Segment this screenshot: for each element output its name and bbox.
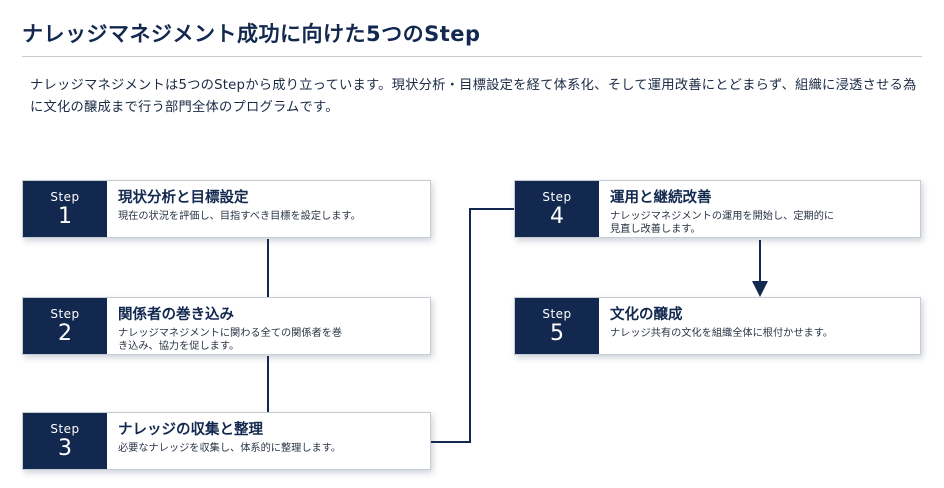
- step-number: 2: [58, 321, 72, 346]
- connector-step3-step4: [431, 208, 514, 443]
- step-number: 4: [550, 204, 564, 229]
- step-badge-5: Step 5: [515, 298, 599, 354]
- step-description: 必要なナレッジを収集し、体系的に整理します。: [118, 443, 342, 454]
- step-number: 3: [58, 436, 72, 461]
- step-word: Step: [50, 190, 80, 204]
- title-divider: [22, 56, 922, 57]
- step-number: 1: [58, 204, 72, 229]
- step-number: 5: [550, 321, 564, 346]
- step-badge-3: Step 3: [23, 413, 107, 469]
- step-word: Step: [542, 307, 572, 321]
- step-badge-1: Step 1: [23, 181, 107, 237]
- page-title: ナレッジマネジメント成功に向けた5つのStep: [22, 22, 481, 46]
- step-title: ナレッジの収集と整理: [118, 422, 263, 438]
- intro-paragraph: ナレッジマネジメントは5つのStepから成り立っています。現状分析・目標設定を経…: [30, 78, 917, 115]
- step-word: Step: [542, 190, 572, 204]
- step-badge-4: Step 4: [515, 181, 599, 237]
- step-card-5: Step 5 文化の醸成 ナレッジ共有の文化を組織全体に根付かせます。: [514, 297, 921, 355]
- step-card-3: Step 3 ナレッジの収集と整理 必要なナレッジを収集し、体系的に整理します。: [22, 412, 431, 470]
- step-card-4: Step 4 運用と継続改善 ナレッジマネジメントの運用を開始し、定期的に見直し…: [514, 180, 921, 238]
- step-word: Step: [50, 307, 80, 321]
- step-title: 関係者の巻き込み: [118, 307, 234, 323]
- step-title: 文化の醸成: [610, 307, 683, 323]
- step-word: Step: [50, 422, 80, 436]
- step-description: ナレッジ共有の文化を組織全体に根付かせます。: [610, 328, 834, 339]
- step-badge-2: Step 2: [23, 298, 107, 354]
- step-title: 運用と継続改善: [610, 190, 712, 206]
- step-card-1: Step 1 現状分析と目標設定 現在の状況を評価し、目指すべき目標を設定します…: [22, 180, 431, 238]
- step-title: 現状分析と目標設定: [118, 190, 249, 206]
- step-description: 現在の状況を評価し、目指すべき目標を設定します。: [118, 211, 361, 222]
- step-card-2: Step 2 関係者の巻き込み ナレッジマネジメントに関わる全ての関係者を巻き込…: [22, 297, 431, 355]
- step-description: ナレッジマネジメントの運用を開始し、定期的に見直し改善します。: [610, 211, 835, 235]
- step-description: ナレッジマネジメントに関わる全ての関係者を巻き込み、協力を促します。: [118, 328, 343, 352]
